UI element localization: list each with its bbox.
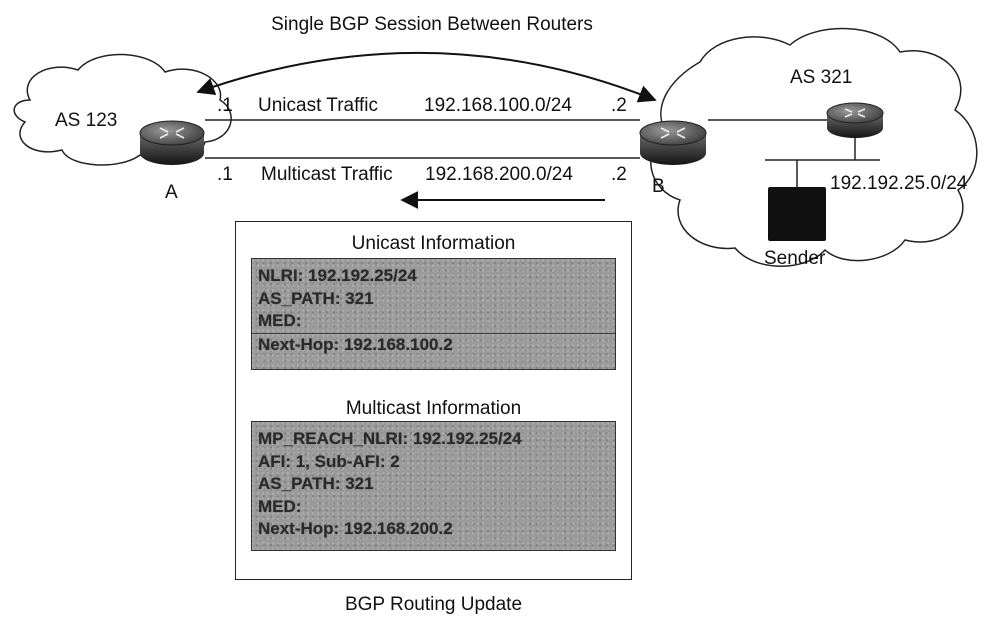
unicast-info-title: Unicast Information — [351, 233, 516, 254]
router-a-label: A — [165, 182, 178, 203]
as-123-label: AS 123 — [55, 110, 118, 131]
unicast-network-label: 192.168.100.0/24 — [424, 95, 572, 116]
unicast-info-panel: NLRI: 192.192.25/24 AS_PATH: 321 MED: Ne… — [251, 258, 616, 370]
bgp-session-title: Single BGP Session Between Routers — [271, 14, 593, 35]
multicast-info-line: MP_REACH_NLRI: 192.192.25/24 — [258, 429, 522, 448]
multicast-network-label: 192.168.200.0/24 — [425, 164, 573, 185]
lan-network-label: 192.192.25.0/24 — [830, 173, 968, 194]
unicast-info-line: NLRI: 192.192.25/24 — [258, 266, 417, 285]
unicast-info-line: MED: — [258, 311, 302, 330]
multicast-info-line: AS_PATH: 321 — [258, 474, 374, 493]
as-123-cloud — [13, 53, 232, 166]
router-a-icon — [139, 120, 205, 165]
multicast-left-address: .1 — [217, 164, 233, 185]
unicast-traffic-label: Unicast Traffic — [258, 95, 379, 116]
as-321-label: AS 321 — [790, 67, 853, 88]
unicast-left-address: .1 — [217, 95, 233, 116]
unicast-right-address: .2 — [611, 95, 627, 116]
router-b-label: B — [652, 176, 665, 197]
as-321-cloud — [650, 27, 978, 267]
bgp-update-caption: BGP Routing Update — [344, 594, 523, 615]
bgp-update-box: Unicast Information NLRI: 192.192.25/24 … — [235, 221, 632, 580]
multicast-info-panel: MP_REACH_NLRI: 192.192.25/24 AFI: 1, Sub… — [251, 421, 616, 551]
sender-label: Sender — [764, 248, 826, 269]
router-b-icon — [639, 120, 707, 165]
bgp-session-arrow — [196, 51, 657, 103]
multicast-info-line: AFI: 1, Sub-AFI: 2 — [258, 451, 400, 471]
multicast-traffic-label: Multicast Traffic — [261, 164, 393, 185]
as321-router-icon — [826, 102, 884, 138]
unicast-info-line: AS_PATH: 321 — [258, 288, 374, 308]
unicast-info-line: Next-Hop: 192.168.100.2 — [258, 334, 453, 354]
multicast-info-line: MED: — [258, 496, 302, 516]
multicast-info-title: Multicast Information — [345, 398, 522, 419]
multicast-right-address: .2 — [611, 164, 627, 185]
sender-host — [768, 187, 826, 241]
multicast-info-line: Next-Hop: 192.168.200.2 — [258, 519, 453, 538]
